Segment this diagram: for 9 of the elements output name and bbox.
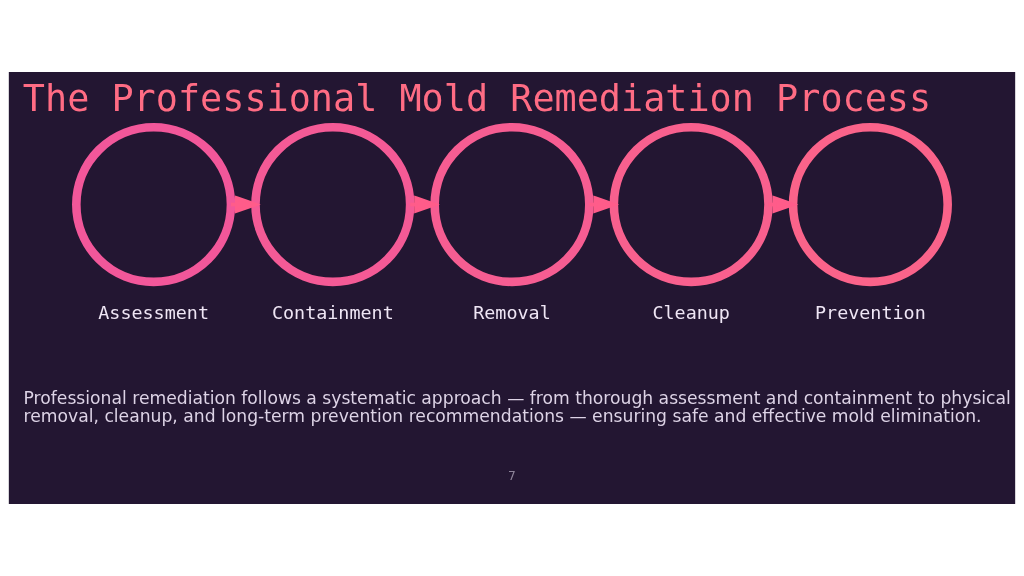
node-label: Assessment: [98, 302, 209, 324]
node-label: Removal: [473, 302, 551, 324]
diagram-title: The Professional Mold Remediation Process: [22, 77, 932, 121]
node-label: Containment: [271, 302, 394, 324]
node-circle: [788, 122, 952, 287]
label: 7: [508, 469, 516, 484]
node-label: Prevention: [815, 302, 926, 324]
caption: Professional remediation follows a systematic approach — from thorough assessment and containment to physical removal, cleanup, and long-term prevention recommendations — ensuring safe and effective mold elimination.: [23, 387, 1011, 427]
node-label: Cleanup: [652, 302, 730, 324]
